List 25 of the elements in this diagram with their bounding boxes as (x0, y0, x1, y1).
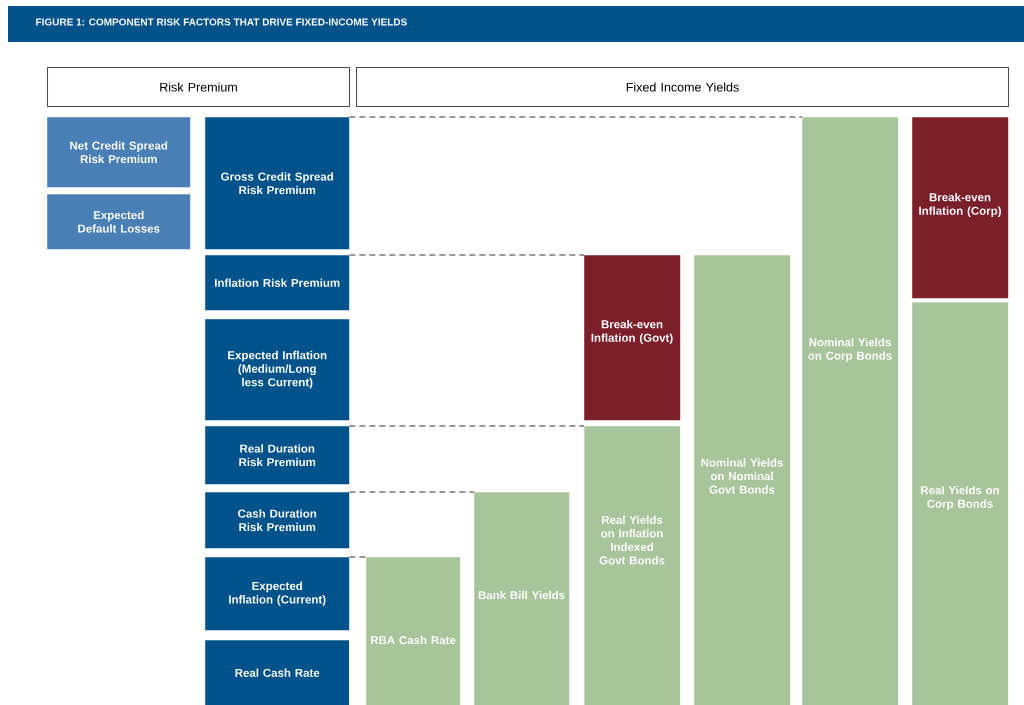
yield-bar: Break-even Inflation (Corp) (912, 117, 1009, 299)
column-header: Risk Premium (47, 67, 350, 107)
guide-line (348, 254, 585, 256)
yield-bar: Real Yields on Inflation Indexed Govt Bonds (584, 426, 681, 705)
factor-box: Gross Credit Spread Risk Premium (205, 117, 350, 250)
yield-bar: Nominal Yields on Corp Bonds (802, 117, 899, 705)
guide-line (348, 556, 367, 558)
factor-box: Expected Inflation (Medium/Long less Current) (205, 319, 350, 421)
yield-bar: RBA Cash Rate (366, 557, 461, 705)
guide-line (348, 491, 475, 493)
factor-box: Expected Inflation (Current) (205, 557, 350, 631)
factor-box: Net Credit Spread Risk Premium (47, 117, 191, 188)
factor-box: Real Duration Risk Premium (205, 426, 350, 485)
yield-bar: Break-even Inflation (Govt) (584, 255, 681, 421)
factor-box: Real Cash Rate (205, 640, 350, 705)
guide-line (348, 425, 585, 427)
yield-bar: Real Yields on Corp Bonds (912, 302, 1009, 705)
column-header: Fixed Income Yields (356, 67, 1009, 107)
yield-bar: Bank Bill Yields (474, 492, 570, 705)
title-banner: FIGURE 1: COMPONENT RISK FACTORS THAT DRIVE FIXED-INCOME YIELDS (8, 6, 1024, 42)
yield-bar: Nominal Yields on Nominal Govt Bonds (694, 255, 791, 705)
factor-box: Inflation Risk Premium (205, 255, 350, 311)
factor-box: Cash Duration Risk Premium (205, 492, 350, 549)
guide-line (348, 116, 803, 118)
factor-box: Expected Default Losses (47, 194, 191, 250)
